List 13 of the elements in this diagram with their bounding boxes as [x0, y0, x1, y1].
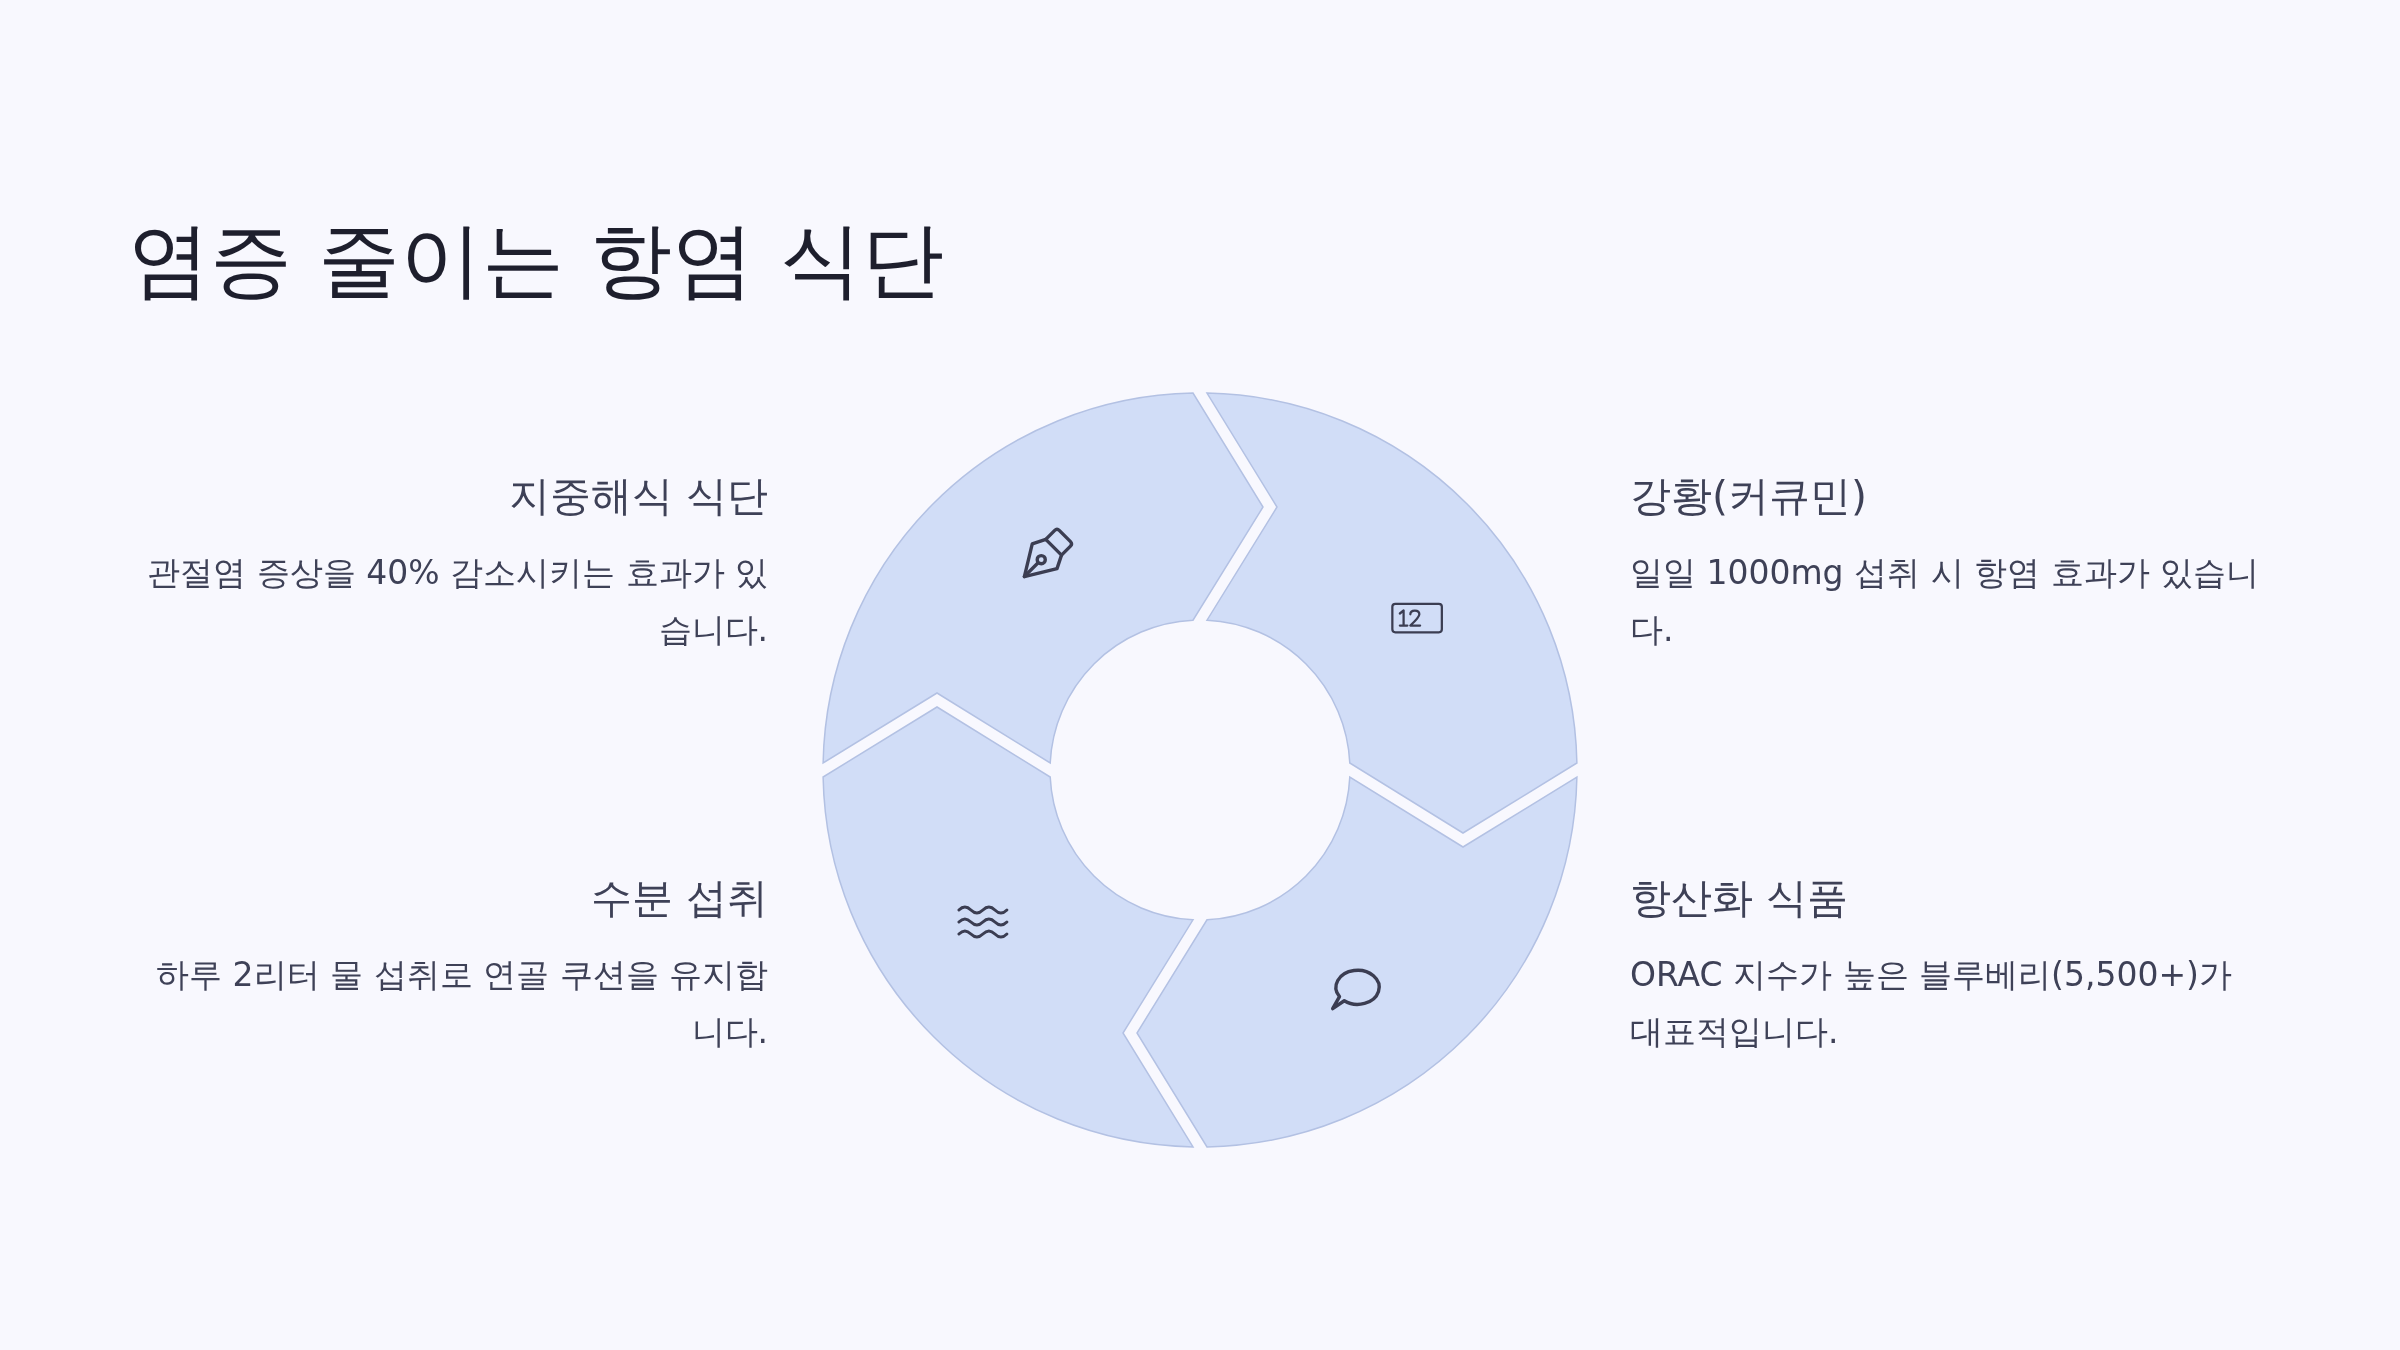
- step-heading: 항산화 식품: [1630, 873, 1850, 924]
- step-description: 일일 1000mg 섭취 시 항염 효과가 있습니다.: [1630, 552, 2260, 651]
- arrow-segment: [822, 392, 1264, 764]
- step-description: ORAC 지수가 높은 블루베리(5,500+)가 대표적입니다.: [1630, 954, 2233, 1053]
- step-description: 관절염 증상을 40% 감소시키는 효과가 있습니다.: [146, 552, 768, 651]
- arrow-segment: [1206, 392, 1578, 834]
- arrow-segment: [822, 706, 1194, 1148]
- diagram-title: 염증 줄이는 항염 식단: [128, 211, 945, 309]
- step-heading: 강황(커큐민): [1630, 471, 1868, 522]
- step-heading: 수분 섭취: [589, 873, 768, 924]
- step-description: 하루 2리터 물 섭취로 연골 쿠션을 유지합니다.: [155, 954, 768, 1053]
- step-heading: 지중해식 식단: [507, 471, 768, 522]
- arrow-segment: [1136, 776, 1578, 1148]
